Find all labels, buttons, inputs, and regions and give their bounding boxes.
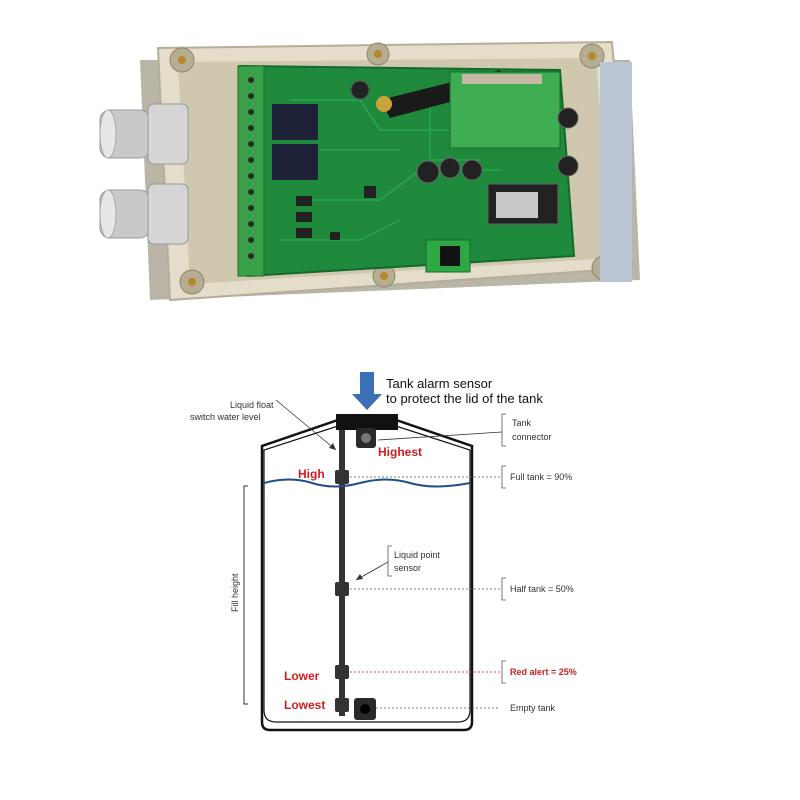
tank-inner xyxy=(263,425,471,723)
sensor-half xyxy=(335,582,349,596)
relay-1 xyxy=(272,104,318,140)
down-arrow-icon xyxy=(352,372,382,410)
tank-connector-label-2: connector xyxy=(512,432,552,442)
screw-bm xyxy=(380,272,388,280)
half-bracket xyxy=(501,577,506,601)
label-full-tank: Full tank = 90% xyxy=(510,472,572,482)
point-sensor-bracket xyxy=(387,545,392,577)
tank-lid-sensor-housing xyxy=(336,414,398,430)
empty-tank-sensor-hole xyxy=(360,704,370,714)
tank-connector-hole xyxy=(361,433,371,443)
water-surface xyxy=(263,478,471,488)
float-switch-label-1: Liquid float xyxy=(230,400,274,410)
cable-gland-top xyxy=(99,103,189,165)
device-photo xyxy=(99,40,640,302)
screw-tl xyxy=(178,56,186,64)
relay-2 xyxy=(272,144,318,180)
float-switch-arrowhead xyxy=(329,443,336,450)
point-sensor-label-1: Liquid point xyxy=(394,550,441,560)
screw-tm xyxy=(374,50,382,58)
tank-diagram: Tank alarm sensor to protect the lid of … xyxy=(190,372,577,732)
pcb-traces xyxy=(280,90,500,241)
label-half-tank: Half tank = 50% xyxy=(510,584,574,594)
module-label-sticker xyxy=(462,74,542,84)
point-sensor-label-2: sensor xyxy=(394,563,421,573)
level-highest: Highest xyxy=(378,445,422,459)
small-ics xyxy=(296,186,376,240)
tank-connector-bracket xyxy=(501,413,506,447)
tank-connector-label-1: Tank xyxy=(512,418,532,428)
label-red-alert: Red alert = 25% xyxy=(510,667,577,677)
red-alert-bracket xyxy=(501,660,506,684)
header-line-1: Tank alarm sensor xyxy=(386,376,493,391)
tank-connector-leader xyxy=(377,431,503,441)
enclosure-side-tab xyxy=(600,62,632,282)
fill-height-bracket xyxy=(243,485,248,705)
level-high: High xyxy=(298,467,325,481)
header-line-2: to protect the lid of the tank xyxy=(386,391,543,406)
level-lowest: Lowest xyxy=(284,698,325,712)
gsm-module xyxy=(449,71,561,149)
sensor-chip xyxy=(440,246,460,266)
full-bracket xyxy=(501,465,506,489)
sensor-lowest xyxy=(335,698,349,712)
cable-gland-bottom xyxy=(99,183,189,245)
sensor-high xyxy=(335,470,349,484)
screw-bl xyxy=(188,278,196,286)
terminal-screws xyxy=(248,77,254,259)
capacitors xyxy=(350,80,579,184)
level-lower: Lower xyxy=(284,669,320,683)
screw-tr xyxy=(588,52,596,60)
tank-outer xyxy=(260,418,474,732)
float-switch-label-2: switch water level xyxy=(190,412,261,422)
label-empty-tank: Empty tank xyxy=(510,703,556,713)
point-sensor-arrowhead xyxy=(356,574,363,580)
antenna-connector xyxy=(376,96,392,112)
sensor-lower xyxy=(335,665,349,679)
fill-height-label: Fill height xyxy=(230,573,240,612)
float-switch-leader xyxy=(275,399,337,451)
sim-contacts xyxy=(496,192,538,218)
